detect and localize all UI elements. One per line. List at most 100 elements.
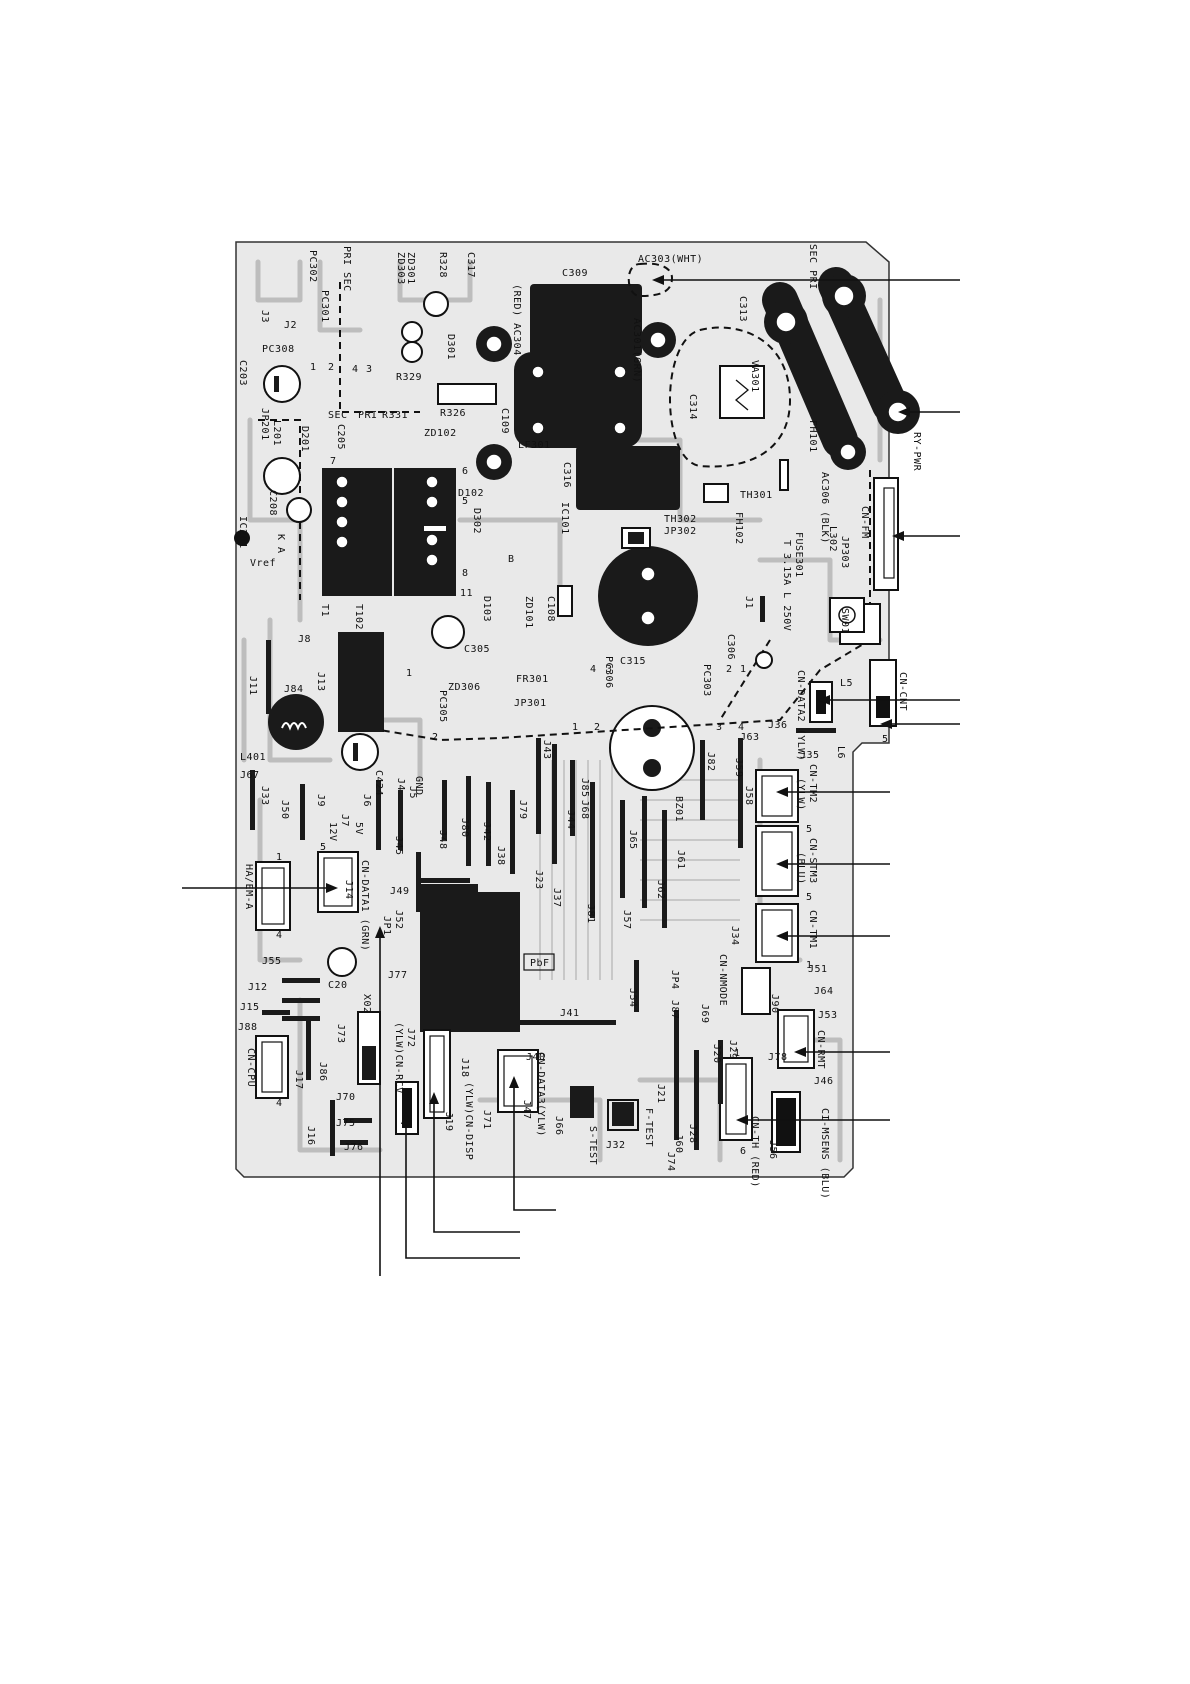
pin-label: 7 <box>330 456 337 467</box>
label-j33: J33 <box>259 786 270 806</box>
label-l5: L5 <box>840 678 853 689</box>
label-l401: L401 <box>240 752 266 763</box>
pin-label: 1 <box>734 1048 741 1059</box>
label-ic101: IC101 <box>559 502 570 535</box>
label-pc302: PC302 <box>307 250 318 283</box>
label-j13: J13 <box>315 672 326 692</box>
small-components <box>234 291 881 1131</box>
label-j82: J82 <box>705 752 716 772</box>
label-jp303: JP303 <box>839 536 850 569</box>
label-j72: J72 <box>405 1028 416 1048</box>
jumpers <box>250 596 836 1156</box>
label-j32: J32 <box>606 1140 626 1151</box>
label-pc306: PC306 <box>603 656 614 689</box>
pin-label: 1 <box>276 852 283 863</box>
pin-label: 3 <box>606 664 613 675</box>
label-j36: J36 <box>768 720 788 731</box>
label-ic201: IC201 <box>237 516 248 549</box>
pin-label: 1 <box>572 722 579 733</box>
label-cn-data3: CN-DATA3(YLW) <box>535 1052 546 1137</box>
label-j47: J47 <box>521 1100 532 1120</box>
label-j90: J90 <box>769 994 780 1014</box>
label-j80: J80 <box>459 818 470 838</box>
label-j65: J65 <box>627 830 638 850</box>
label-cn-nmode: CN-NMODE <box>717 954 728 1006</box>
label-j77: J77 <box>388 970 408 981</box>
label-j29: J29 <box>727 1040 738 1060</box>
pin-label: 3 <box>366 364 373 375</box>
label-j18: J18 <box>459 1058 470 1078</box>
pin-label: 2 <box>328 362 335 373</box>
label-j51: J51 <box>808 964 828 975</box>
label-j57: J57 <box>621 910 632 930</box>
label-c305: C305 <box>464 644 490 655</box>
label-j78: J78 <box>768 1052 788 1063</box>
label-lf301: LF301 <box>518 440 551 451</box>
label-j63: J63 <box>740 732 760 743</box>
label-s-test: S-TEST <box>587 1126 598 1165</box>
label-x02: X02 <box>361 994 372 1014</box>
label-l201: L201 <box>271 420 282 446</box>
label-j88: J88 <box>238 1022 258 1033</box>
label-j68: J68 <box>579 800 590 820</box>
label-j17: J17 <box>293 1070 304 1090</box>
pin-label: 5 <box>806 824 813 835</box>
label-b: B <box>508 554 515 565</box>
label-cn-cpu: CN-CPU <box>245 1048 256 1087</box>
label-j1: J1 <box>743 596 754 609</box>
label-r328: R328 <box>437 252 448 278</box>
label-r331: R331 <box>382 410 408 421</box>
pin-label: 1 <box>310 362 317 373</box>
label-j52: J52 <box>393 910 404 930</box>
label-r326: R326 <box>440 408 466 419</box>
pin-label: 2 <box>432 732 439 743</box>
callout-leaders <box>182 275 960 1276</box>
label-j61: J61 <box>675 850 686 870</box>
label-pc305: PC305 <box>437 690 448 723</box>
label-c205: C205 <box>335 424 346 450</box>
label-stm3-color: (BLU) <box>795 852 806 885</box>
label-l6: L6 <box>835 746 846 759</box>
label-5v: 5V <box>353 822 364 835</box>
label-j74: J74 <box>665 1152 676 1172</box>
power-bus <box>762 267 920 470</box>
label-fr301: FR301 <box>516 674 549 685</box>
label-fuse301: FUSE301 <box>793 532 804 578</box>
label-j84: J84 <box>284 684 304 695</box>
label-th302: TH302 <box>664 514 697 525</box>
pin-label: 4 <box>352 364 359 375</box>
label-l302: L302 <box>827 526 838 552</box>
label-bz01: BZ01 <box>673 796 684 822</box>
label-j86: J86 <box>317 1062 328 1082</box>
label-j58: J58 <box>743 786 754 806</box>
label-j45: J45 <box>393 836 404 856</box>
pin-label: 6 <box>740 1146 747 1157</box>
label-ac301: AC301(GRN) <box>631 318 642 383</box>
label-ry-pwr: RY-PWR <box>911 432 922 472</box>
label-pc308: PC308 <box>262 344 295 355</box>
label-j28: J28 <box>687 1124 698 1144</box>
component-labels: PC302 PC301 PRI SEC ZD303 ZD301 R328 C31… <box>237 244 922 1199</box>
label-j60: J60 <box>673 1134 684 1154</box>
label-pri: PRI <box>358 410 378 421</box>
label-ac304: (RED) AC304 <box>511 284 522 356</box>
pin-label: 4 <box>276 1098 283 1109</box>
label-zd301: ZD301 <box>405 252 416 285</box>
connectors <box>255 477 899 1153</box>
label-j76: J76 <box>344 1142 364 1153</box>
label-t1: T1 <box>319 604 330 617</box>
label-j42: J42 <box>481 822 492 842</box>
label-cn-cnt: CN-CNT <box>897 672 908 711</box>
label-d301: D301 <box>445 334 456 360</box>
pin-label: 2 <box>726 664 733 675</box>
label-j14: J14 <box>343 880 354 900</box>
label-j69: J69 <box>699 1004 710 1024</box>
label-pbf: PbF <box>530 958 550 969</box>
label-c109: C109 <box>499 408 510 434</box>
label-j64: J64 <box>814 986 834 997</box>
label-j15: J15 <box>240 1002 260 1013</box>
label-ac306: AC306 (BLK) <box>819 472 830 544</box>
label-pc301: PC301 <box>319 290 330 323</box>
label-j12: J12 <box>248 982 268 993</box>
